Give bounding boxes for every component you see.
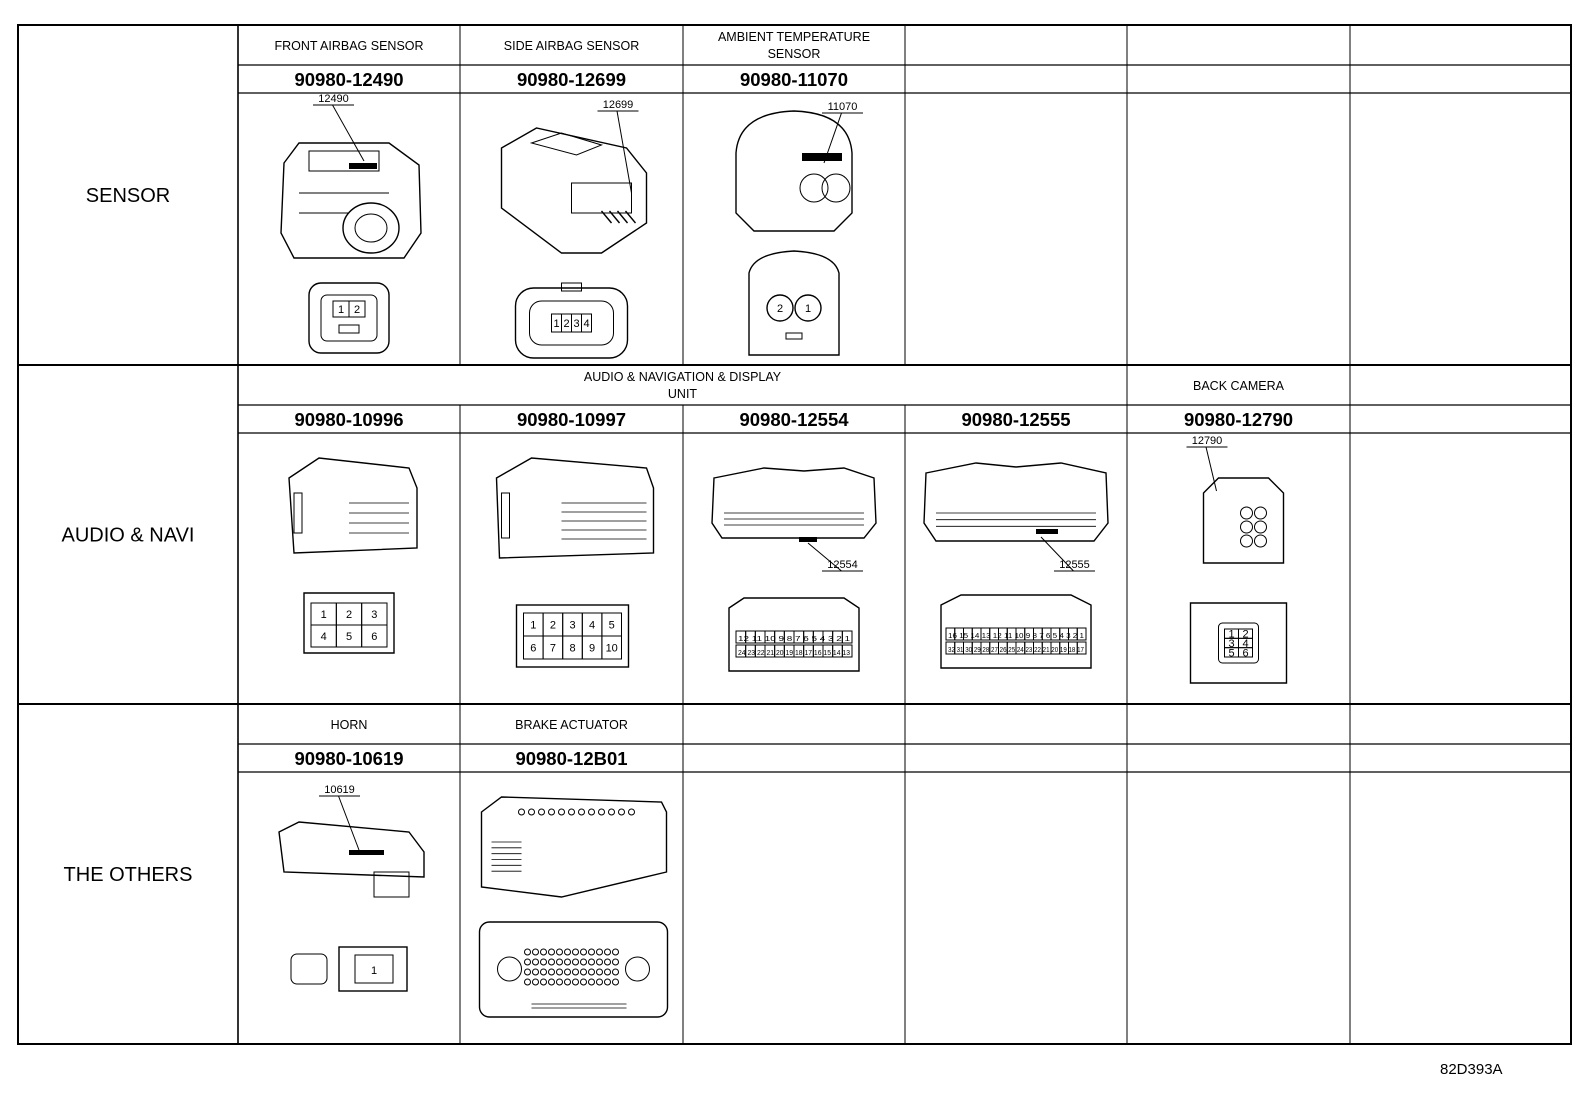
- pin-number: 1: [805, 303, 811, 315]
- pin-number: 9: [589, 643, 595, 655]
- connector-label: BRAKE ACTUATOR: [515, 718, 628, 732]
- connector-label: UNIT: [668, 387, 698, 401]
- part-number: 90980-12699: [517, 69, 626, 90]
- category-label: SENSOR: [86, 185, 170, 207]
- pin-number: 5: [1228, 647, 1234, 659]
- pin-number: 5: [609, 620, 615, 632]
- part-number: 90980-11070: [740, 69, 848, 90]
- pin-number: 6: [371, 631, 377, 643]
- connector-label: BACK CAMERA: [1193, 379, 1285, 393]
- brake-actuator-connector: [478, 796, 669, 1018]
- pin-number: 6: [530, 643, 536, 655]
- pin-number: 4: [589, 620, 595, 632]
- document-id: 82D393A: [1440, 1061, 1503, 1078]
- pin-number: 5: [346, 631, 352, 643]
- part-code-callout: 12790: [1192, 435, 1223, 447]
- pin-number: 3: [1228, 638, 1234, 650]
- connector-label: AMBIENT TEMPERATURE: [718, 30, 870, 44]
- connector-label: SIDE AIRBAG SENSOR: [504, 39, 639, 53]
- pin-number: 3: [573, 318, 579, 330]
- connector-label: FRONT AIRBAG SENSOR: [274, 39, 423, 53]
- pin-number: 3: [371, 609, 377, 621]
- pin-number: 2: [563, 318, 569, 330]
- part-number: 90980-12555: [961, 409, 1070, 430]
- connector-label: HORN: [331, 718, 368, 732]
- pin-number: 2: [346, 609, 352, 621]
- pin-number: 4: [1242, 638, 1248, 650]
- table-frame: [17, 24, 1572, 1045]
- pin-number: 2: [777, 303, 783, 315]
- part-number: 90980-12490: [294, 69, 403, 90]
- category-label: THE OTHERS: [64, 864, 193, 886]
- pin-number: 6: [1242, 647, 1248, 659]
- audio-connector-10997: 1 2 3 4 5 6 7 8 9 10: [495, 457, 655, 668]
- pin-number: 1: [1228, 629, 1234, 641]
- pin-number: 2: [550, 620, 556, 632]
- pin-row: 32 31 30 29 28 27 26 25 24 23 22 21 20 1…: [948, 647, 1084, 654]
- audio-connector-12555: 12555 16 15 14 13 12 11 10 9 8 7 6 5 4 3 …: [923, 462, 1109, 669]
- pin-row: 16 15 14 13 12 11 10 9 8 7 6 5 4 3 2 1: [948, 633, 1084, 640]
- pin-number: 1: [530, 620, 536, 632]
- part-code-callout: 12490: [318, 93, 349, 105]
- pin-number: 3: [569, 620, 575, 632]
- pin-row: 24 23 22 21 20 19 18 17 16 15 14 13: [738, 650, 850, 657]
- connector-label: SENSOR: [768, 47, 821, 61]
- pin-number: 7: [550, 643, 556, 655]
- part-number: 90980-10996: [294, 409, 403, 430]
- part-number: 90980-12554: [739, 409, 849, 430]
- ambient-temperature-connector: 11070 2 1: [735, 101, 863, 356]
- horn-connector: 10619 1: [278, 784, 425, 992]
- pin-number: 1: [553, 318, 559, 330]
- pin-number: 1: [321, 609, 327, 621]
- pin-number: 2: [1242, 629, 1248, 641]
- part-number: 90980-12790: [1184, 409, 1293, 430]
- part-code-callout: 12554: [827, 559, 858, 571]
- connector-label: AUDIO & NAVIGATION & DISPLAY: [584, 370, 782, 384]
- pin-number: 1: [338, 304, 344, 316]
- part-code-callout: 12699: [603, 99, 634, 111]
- pin-number: 1: [371, 965, 377, 977]
- pin-number: 8: [569, 643, 575, 655]
- part-number: 90980-10997: [517, 409, 626, 430]
- part-code-callout: 12555: [1059, 559, 1090, 571]
- category-label: AUDIO & NAVI: [62, 525, 195, 547]
- audio-connector-10996: 1 2 3 4 5 6: [288, 457, 418, 654]
- pin-number: 4: [321, 631, 327, 643]
- pin-row: 12 11 10 9 8 7 6 5 4 3 2 1: [738, 636, 850, 643]
- pin-number: 10: [606, 643, 618, 655]
- pin-number: 2: [354, 304, 360, 316]
- part-number: 90980-10619: [294, 748, 403, 769]
- part-number: 90980-12B01: [515, 748, 627, 769]
- audio-connector-12554: 12554 12 11 10 9 8 7 6 5 4 3 2 1 24 23 22 …: [711, 467, 877, 672]
- pin-number: 4: [583, 318, 589, 330]
- part-code-callout: 10619: [324, 784, 355, 796]
- part-code-callout: 11070: [828, 101, 858, 113]
